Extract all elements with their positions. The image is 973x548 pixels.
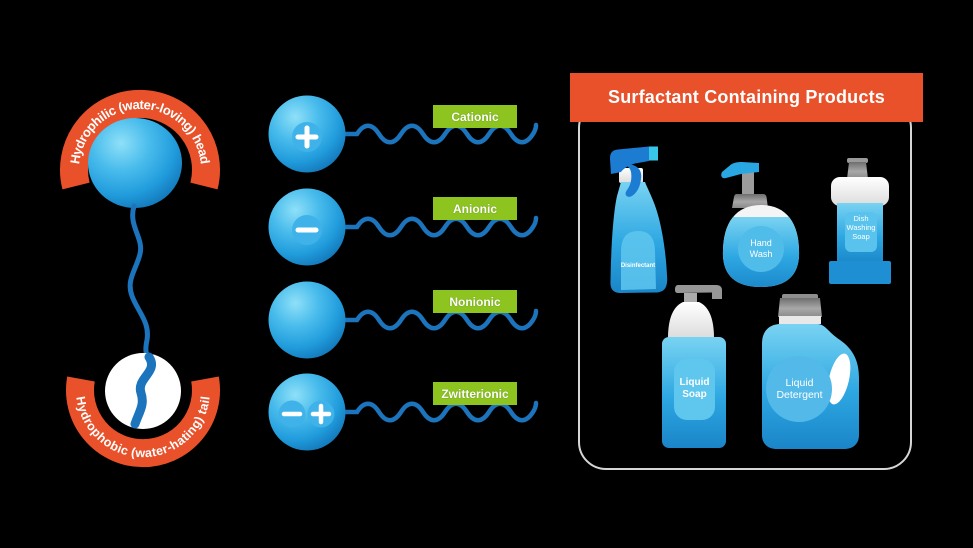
type-row-cationic <box>268 95 537 173</box>
type-row-zwitterionic <box>268 373 537 451</box>
dish-label-panel <box>845 212 877 252</box>
products-panel-title: Surfactant Containing Products <box>570 73 923 122</box>
liquid-detergent-jug <box>762 294 859 449</box>
type-row-nonionic <box>268 281 537 359</box>
type-label-nonionic: Nonionic <box>433 290 517 313</box>
type-label-anionic: Anionic <box>433 197 517 220</box>
soap-pump-arm <box>675 285 722 299</box>
detergent-cap <box>778 298 822 317</box>
anionic-wave-tail <box>344 218 536 235</box>
spray-trigger-head <box>610 146 649 174</box>
molecule-diagram: Hydrophilic (water-loving) head Hydropho… <box>67 96 214 460</box>
plus-icon <box>310 403 332 425</box>
products-panel <box>578 100 912 470</box>
type-label-cationic: Cationic <box>433 105 517 128</box>
products-illustrations <box>610 146 891 449</box>
type-row-anionic <box>268 188 537 266</box>
product-label-hand-wash: Hand Wash <box>749 238 773 259</box>
dish-shoulder <box>831 177 889 206</box>
detergent-handle-hole <box>827 353 851 405</box>
pump-stem <box>742 172 754 196</box>
soap-shoulder <box>668 302 714 338</box>
zwitterionic-wave-tail <box>344 403 536 420</box>
spray-bottle <box>610 146 668 293</box>
dish-base <box>829 261 891 284</box>
plus-icon <box>295 125 319 149</box>
product-label-disinfectant: Disinfectant <box>620 263 656 269</box>
soap-label-panel <box>674 359 715 420</box>
spray-label-panel <box>621 231 656 290</box>
dish-soap-bottle <box>829 158 891 284</box>
hydrophobic-tail-squiggle <box>130 352 156 429</box>
pump-collar <box>732 194 768 208</box>
nonionic-wave-tail <box>344 311 536 328</box>
product-label-liquid-soap: Liquid Soap <box>679 377 710 400</box>
type-label-zwitterionic: Zwitterionic <box>433 382 517 405</box>
liquid-soap-bottle <box>662 285 726 448</box>
molecule-tail-line <box>127 203 150 359</box>
dish-cap <box>847 162 868 179</box>
detergent-label-circle <box>766 356 832 422</box>
product-label-dish-washing-soap: Dish Washing Soap <box>846 214 876 241</box>
pump-head <box>721 162 759 179</box>
surfactant-type-rows <box>268 95 537 451</box>
nonionic-sphere <box>268 281 346 359</box>
handwash-label-circle <box>738 226 784 272</box>
hydrophilic-head-sphere <box>88 118 182 208</box>
dish-cap-ridge <box>847 158 868 163</box>
zwitterionic-sphere <box>268 373 346 451</box>
product-label-liquid-detergent: Liquid Detergent <box>776 377 823 402</box>
detergent-neck-band <box>779 316 821 324</box>
hand-wash-bottle <box>721 162 800 287</box>
spray-nozzle-tip <box>649 146 658 161</box>
spray-trigger <box>625 164 642 197</box>
